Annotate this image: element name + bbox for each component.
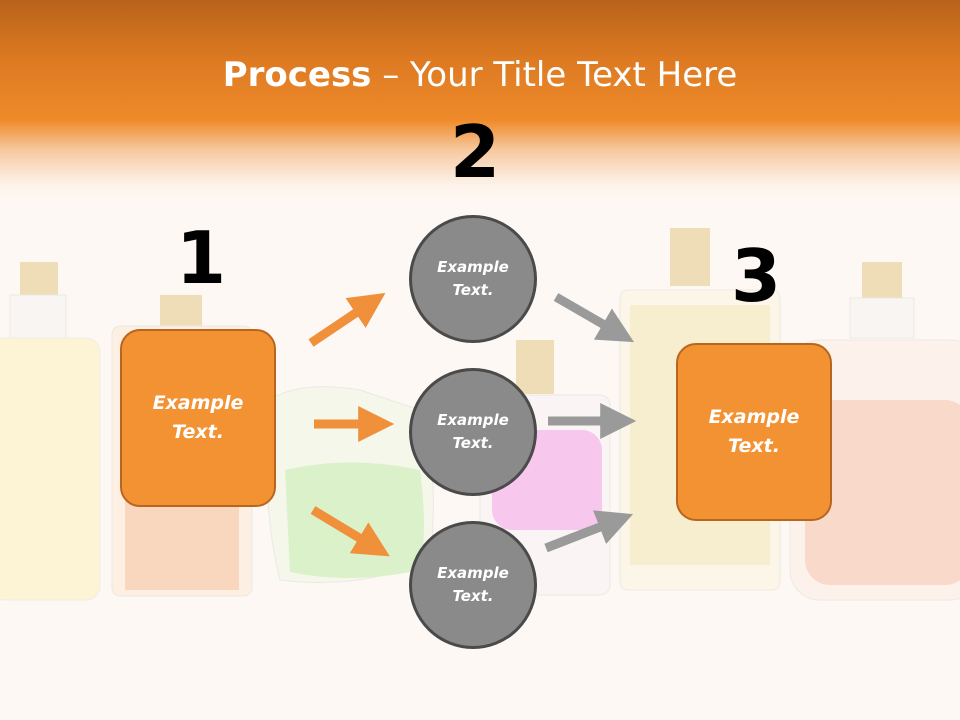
slide-title: Process – Your Title Text Here bbox=[0, 52, 960, 98]
step3-box: Example Text. bbox=[676, 343, 832, 521]
step2-circle-1-text: Example Text. bbox=[437, 258, 509, 299]
step3-text: Example Text. bbox=[708, 406, 800, 457]
header-band bbox=[0, 0, 960, 200]
step2-circle-2: Example Text. bbox=[409, 368, 537, 496]
step-number-2: 2 bbox=[450, 110, 501, 194]
step-number-1: 1 bbox=[176, 216, 227, 300]
title-bold: Process bbox=[222, 55, 372, 95]
arrow-step1-to-circle1 bbox=[308, 292, 386, 347]
arrow-circle1-to-step3 bbox=[553, 293, 635, 343]
step2-circle-2-text: Example Text. bbox=[437, 411, 509, 452]
step2-circle-3-text: Example Text. bbox=[437, 564, 509, 605]
step2-circle-3: Example Text. bbox=[409, 521, 537, 649]
arrow-circle3-to-step3 bbox=[544, 510, 634, 553]
step1-box: Example Text. bbox=[120, 329, 276, 507]
step-number-3: 3 bbox=[731, 234, 782, 318]
step2-circle-1: Example Text. bbox=[409, 215, 537, 343]
title-rest: – Your Title Text Here bbox=[371, 55, 738, 95]
step1-text: Example Text. bbox=[152, 392, 244, 443]
arrow-step1-to-circle3 bbox=[310, 506, 390, 557]
